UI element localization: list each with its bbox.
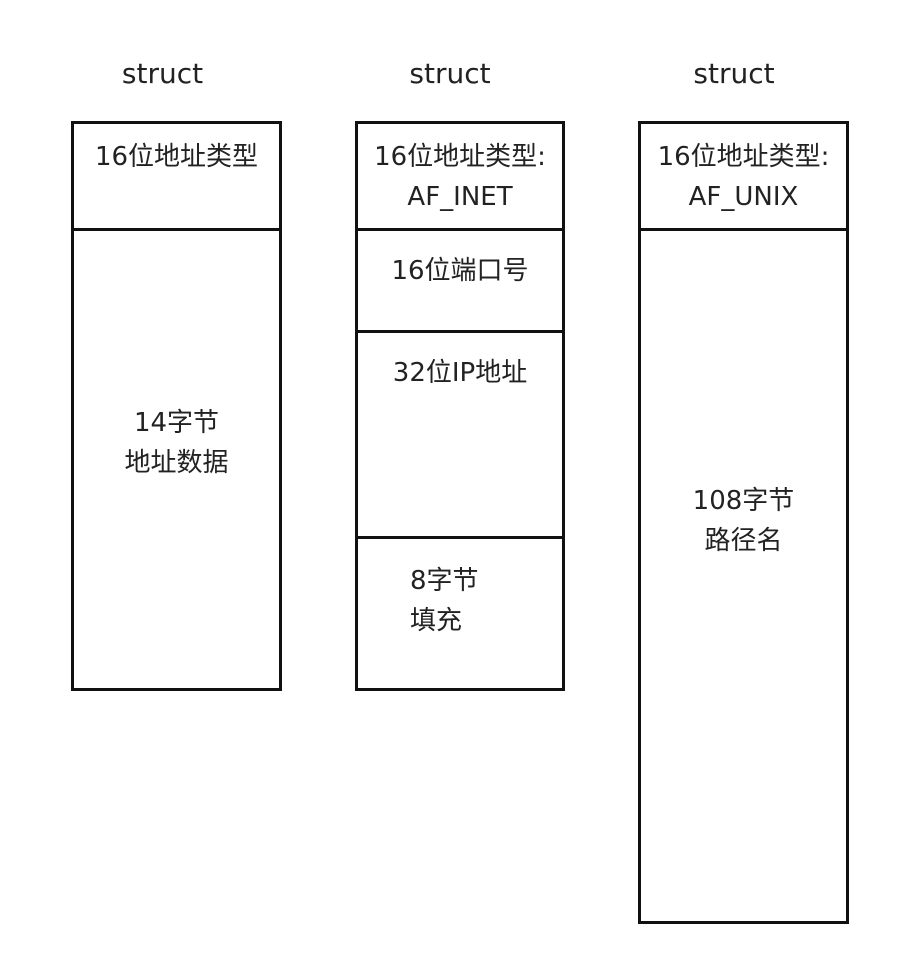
- struct-sockaddr-un-box: 16位地址类型: AF_UNIX 108字节 路径名: [638, 121, 849, 924]
- sockaddr-field-address-data-label: 14字节 地址数据: [124, 408, 229, 478]
- sockaddr-field-address-type-label: 16位地址类型: [94, 142, 259, 172]
- struct-sockaddr-un-title-line1: struct: [693, 57, 775, 90]
- sockaddr-in-field-padding-label: 8字节 填充: [410, 566, 479, 636]
- sockaddr-un-field-address-type: 16位地址类型: AF_UNIX: [641, 124, 846, 228]
- sockaddr-in-field-padding: 8字节 填充: [358, 536, 562, 688]
- struct-sockaddr-box: 16位地址类型 14字节 地址数据: [71, 121, 282, 691]
- sockaddr-in-field-ip-address: 32位IP地址: [358, 330, 562, 536]
- sockaddr-un-field-pathname: 108字节 路径名: [641, 228, 846, 921]
- sockaddr-un-field-address-type-label: 16位地址类型: AF_UNIX: [657, 142, 830, 212]
- sockaddr-in-field-port-label: 16位端口号: [391, 256, 529, 286]
- sockaddr-in-field-address-type-label: 16位地址类型: AF_INET: [374, 142, 546, 212]
- sockaddr-in-field-port: 16位端口号: [358, 228, 562, 330]
- sockaddr-in-field-address-type: 16位地址类型: AF_INET: [358, 124, 562, 228]
- struct-sockaddr-in-box: 16位地址类型: AF_INET 16位端口号 32位IP地址 8字节 填充: [355, 121, 565, 691]
- sockaddr-field-address-data: 14字节 地址数据: [74, 228, 279, 688]
- sockaddr-in-field-ip-address-label: 32位IP地址: [392, 358, 528, 388]
- sockaddr-un-field-pathname-label: 108字节 路径名: [692, 486, 795, 556]
- struct-sockaddr-title-line1: struct: [121, 57, 204, 90]
- sockaddr-field-address-type: 16位地址类型: [74, 124, 279, 228]
- struct-sockaddr-in-title-line1: struct: [409, 57, 491, 90]
